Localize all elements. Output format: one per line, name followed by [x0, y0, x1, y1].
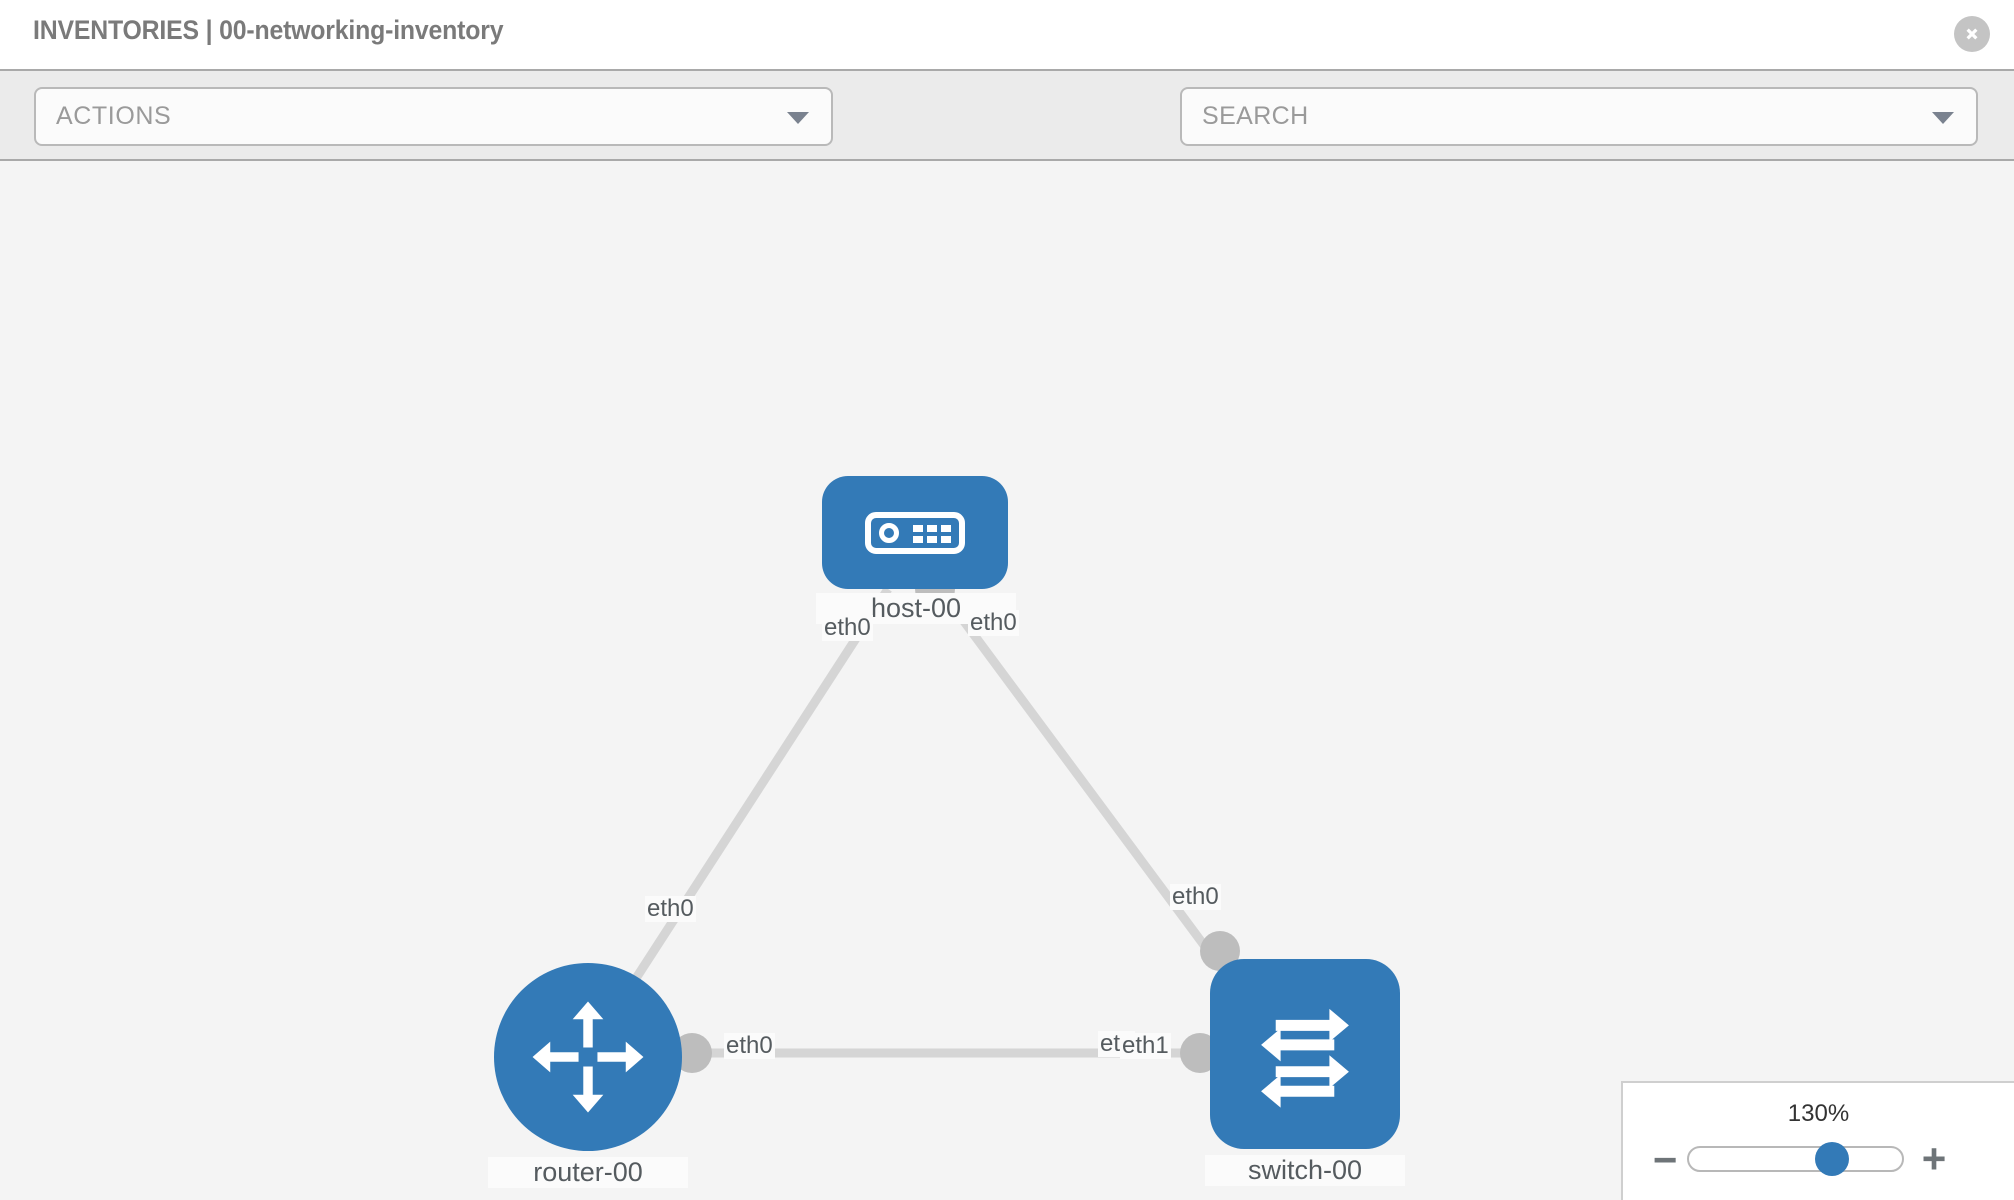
server-icon: [865, 511, 965, 554]
close-icon: [1966, 28, 1978, 40]
zoom-out-button[interactable]: −: [1652, 1135, 1678, 1183]
node-router-00-shape[interactable]: [494, 963, 682, 1151]
toolbar: ACTIONS: [0, 69, 2014, 198]
search-field[interactable]: [1180, 87, 1978, 146]
node-router-00-label: router-00: [488, 1157, 688, 1188]
zoom-slider-row: − +: [1623, 1135, 2014, 1183]
zoom-slider-track[interactable]: [1687, 1142, 1904, 1176]
zoom-control-panel: 130% − +: [1621, 1081, 2014, 1200]
zoom-level-value: 130%: [1787, 1100, 1850, 1127]
page-title: INVENTORIES | 00-networking-inventory: [33, 15, 504, 45]
edge-label-switch-left: eth1: [1120, 1032, 1171, 1060]
zoom-slider-thumb[interactable]: [1814, 1142, 1849, 1176]
node-switch-00-shape[interactable]: [1210, 959, 1400, 1149]
zoom-in-button[interactable]: +: [1921, 1135, 1947, 1183]
topology-canvas[interactable]: host-00 router-00: [0, 161, 2014, 1200]
link-host-router[interactable]: [616, 586, 892, 1006]
edge-label-router-right: eth0: [724, 1032, 775, 1060]
edge-label-host-right: eth0: [968, 609, 1019, 637]
link-host-switch[interactable]: [936, 586, 1239, 990]
search-chevron-down-icon[interactable]: [1932, 111, 1954, 124]
router-icon: [532, 1001, 644, 1113]
chevron-down-icon: [787, 111, 809, 124]
actions-dropdown[interactable]: ACTIONS: [34, 87, 833, 146]
edge-label-host-left: eth0: [822, 614, 873, 642]
close-button[interactable]: [1954, 16, 1990, 52]
node-host-00-shape[interactable]: [822, 476, 1008, 589]
switch-icon: [1261, 1008, 1349, 1108]
node-switch-00-label: switch-00: [1205, 1155, 1405, 1186]
window-header: INVENTORIES | 00-networking-inventory: [0, 0, 2014, 69]
topology-links: [616, 586, 1239, 1058]
edge-label-switch-up: eth0: [1170, 883, 1221, 911]
search-input[interactable]: [1202, 102, 1902, 131]
actions-dropdown-label: ACTIONS: [56, 102, 172, 130]
edge-label-router-up: eth0: [645, 895, 696, 923]
